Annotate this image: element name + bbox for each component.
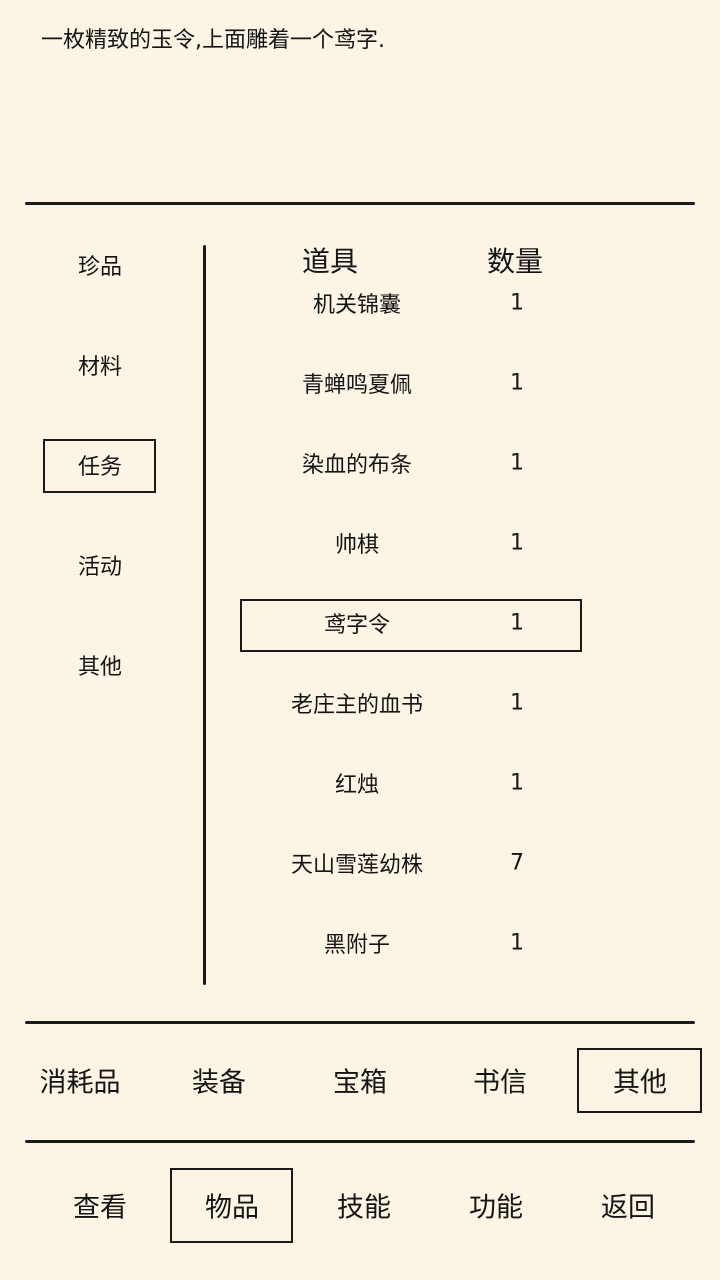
item-quantity: 1: [510, 370, 524, 396]
item-name[interactable]: 黑附子: [323, 933, 391, 958]
tab-consumables[interactable]: 消耗品: [39, 1067, 121, 1099]
item-quantity: 1: [510, 290, 524, 316]
item-name[interactable]: 天山雪莲幼株: [290, 853, 424, 878]
category-quest[interactable]: 任务: [77, 455, 123, 480]
category-treasure[interactable]: 珍品: [77, 255, 123, 280]
item-name[interactable]: 染血的布条: [301, 453, 413, 478]
nav-skills[interactable]: 技能: [337, 1192, 391, 1224]
item-name[interactable]: 帅棋: [334, 533, 380, 558]
header-item: 道具: [301, 245, 359, 278]
item-quantity: 1: [510, 450, 524, 476]
category-other[interactable]: 其他: [77, 655, 123, 680]
category-event[interactable]: 活动: [77, 555, 123, 580]
nav-back[interactable]: 返回: [601, 1192, 655, 1224]
nav-selection-box: [170, 1168, 293, 1243]
tab-letters[interactable]: 书信: [473, 1067, 527, 1099]
item-name[interactable]: 红烛: [334, 773, 380, 798]
row-selection-box: [240, 599, 582, 652]
item-name[interactable]: 鸢字令: [323, 613, 391, 638]
tab-equipment[interactable]: 装备: [192, 1067, 246, 1099]
tab-chests[interactable]: 宝箱: [333, 1067, 387, 1099]
category-selection-box: [43, 439, 156, 493]
tab-other[interactable]: 其他: [613, 1067, 667, 1099]
item-name[interactable]: 老庄主的血书: [290, 693, 424, 718]
item-quantity: 1: [510, 770, 524, 796]
item-tab-selection-box: [577, 1048, 702, 1113]
divider: [25, 1021, 695, 1024]
vertical-divider: [203, 245, 206, 985]
item-description: 一枚精致的玉令,上面雕着一个鸢字.: [41, 28, 385, 53]
nav-functions[interactable]: 功能: [469, 1192, 523, 1224]
divider: [25, 1140, 695, 1143]
header-quantity: 数量: [486, 245, 544, 278]
category-materials[interactable]: 材料: [77, 355, 123, 380]
nav-items[interactable]: 物品: [205, 1192, 259, 1224]
item-quantity: 7: [510, 850, 524, 876]
nav-view[interactable]: 查看: [73, 1192, 127, 1224]
divider: [25, 202, 695, 205]
item-quantity: 1: [510, 930, 524, 956]
item-name[interactable]: 青蝉鸣夏佩: [301, 373, 413, 398]
item-quantity: 1: [510, 530, 524, 556]
item-quantity: 1: [510, 610, 524, 636]
item-name[interactable]: 机关锦囊: [312, 293, 402, 318]
item-quantity: 1: [510, 690, 524, 716]
